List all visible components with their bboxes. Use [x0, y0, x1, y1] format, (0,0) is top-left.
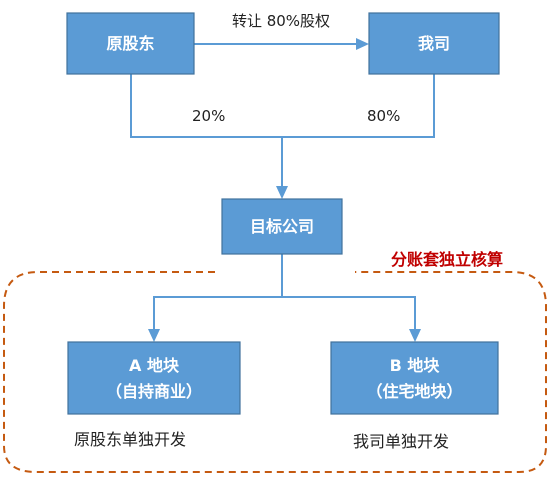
- plot-a-title: A 地块: [129, 356, 180, 375]
- right-share-label: 80%: [367, 107, 400, 125]
- plot-b-title: B 地块: [390, 356, 441, 375]
- left-share-label: 20%: [192, 107, 225, 125]
- original-shareholder-box: [66, 12, 195, 75]
- transfer-arrow-head: [356, 38, 369, 50]
- plot-a-arrow-head: [148, 329, 160, 342]
- target-company-label: 目标公司: [250, 217, 314, 236]
- dashed-group-frame: [3, 271, 547, 473]
- original-shareholder-label: 原股东: [106, 34, 154, 53]
- target-company-box: [221, 198, 343, 255]
- plot-b-box: [330, 341, 499, 415]
- plot-b-arrow-head: [409, 329, 421, 342]
- plot-b-subtitle: （住宅地块）: [366, 382, 462, 401]
- plot-a-box: [67, 341, 241, 415]
- left-development-note: 原股东单独开发: [74, 430, 186, 449]
- plot-a-subtitle: （自持商业）: [106, 382, 202, 401]
- right-development-note: 我司单独开发: [353, 432, 449, 451]
- our-company-label: 我司: [418, 34, 450, 53]
- transfer-label: 转让 80%股权: [232, 12, 330, 30]
- group-label: 分账套独立核算: [391, 250, 503, 269]
- ownership-arrow-head: [276, 186, 288, 199]
- our-company-box: [368, 12, 500, 75]
